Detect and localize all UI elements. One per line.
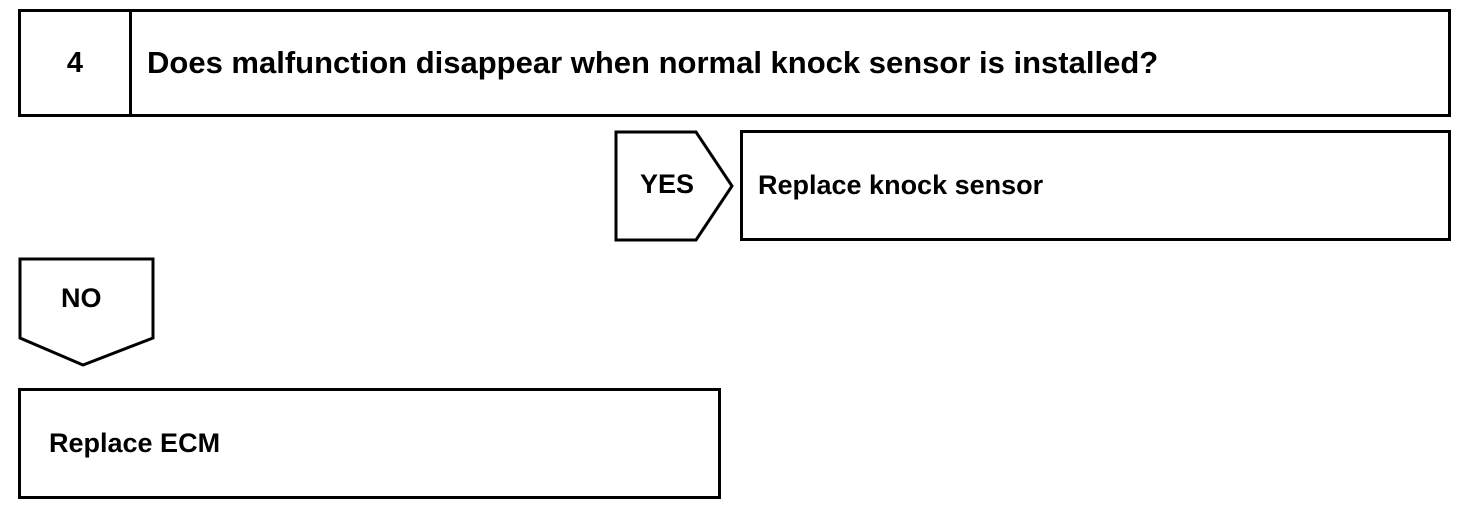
no-result-text: Replace ECM (49, 428, 221, 458)
no-result-box: Replace ECM (18, 388, 721, 499)
no-branch-label: NO (61, 283, 102, 313)
step-question: Does malfunction disappear when normal k… (147, 45, 1159, 80)
yes-result-text: Replace knock sensor (758, 170, 1044, 200)
step-number: 4 (21, 12, 132, 114)
yes-branch-label: YES (640, 169, 695, 199)
step-box: 4 Does malfunction disappear when normal… (18, 9, 1451, 117)
yes-result-box: Replace knock sensor (740, 130, 1451, 241)
